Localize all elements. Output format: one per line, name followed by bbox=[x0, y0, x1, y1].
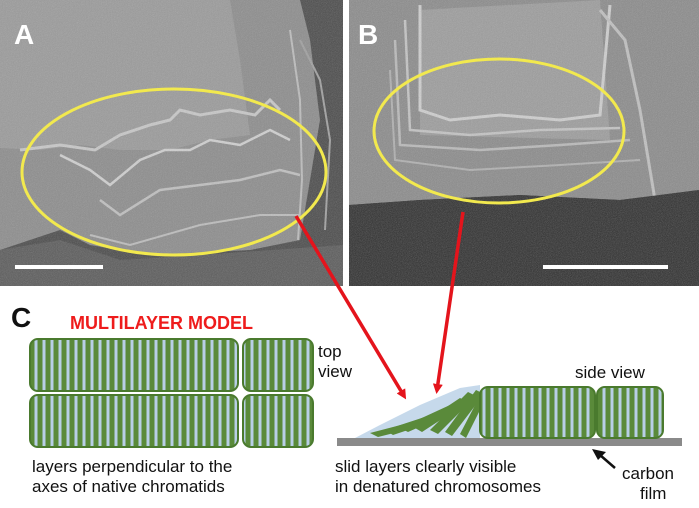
panel-b-scale-bar bbox=[543, 265, 668, 269]
top-view-label-line1: top bbox=[318, 342, 342, 361]
side-view-diagram bbox=[337, 385, 682, 446]
caption-right-line2: in denatured chromosomes bbox=[335, 477, 542, 496]
arrow-from-panel-a bbox=[294, 215, 407, 400]
panel-b-highlight-ellipse bbox=[372, 57, 626, 205]
carbon-film-pointer bbox=[599, 454, 616, 469]
caption-left-line1: layers perpendicular to the bbox=[32, 457, 233, 476]
side-view-label: side view bbox=[575, 363, 645, 382]
panel-a-letter: A bbox=[14, 19, 34, 50]
panel-b-micrograph bbox=[349, 0, 699, 286]
carbon-film-bar bbox=[337, 438, 682, 446]
top-view-label-line2: view bbox=[318, 362, 353, 381]
panel-a-highlight-ellipse bbox=[20, 87, 328, 257]
top-view-layers bbox=[29, 338, 314, 448]
carbon-label-line2: film bbox=[640, 484, 667, 503]
arrow-from-panel-b bbox=[432, 211, 465, 394]
panel-b-letter: B bbox=[358, 19, 378, 50]
model-title: MULTILAYER MODEL bbox=[70, 313, 253, 333]
caption-left-line2: axes of native chromatids bbox=[32, 477, 225, 496]
panel-a-scale-bar bbox=[15, 265, 103, 269]
panel-a-micrograph bbox=[0, 0, 343, 286]
panel-c-letter: C bbox=[11, 302, 32, 333]
carbon-label-line1: carbon bbox=[622, 464, 674, 483]
caption-right-line1: slid layers clearly visible bbox=[335, 457, 517, 476]
